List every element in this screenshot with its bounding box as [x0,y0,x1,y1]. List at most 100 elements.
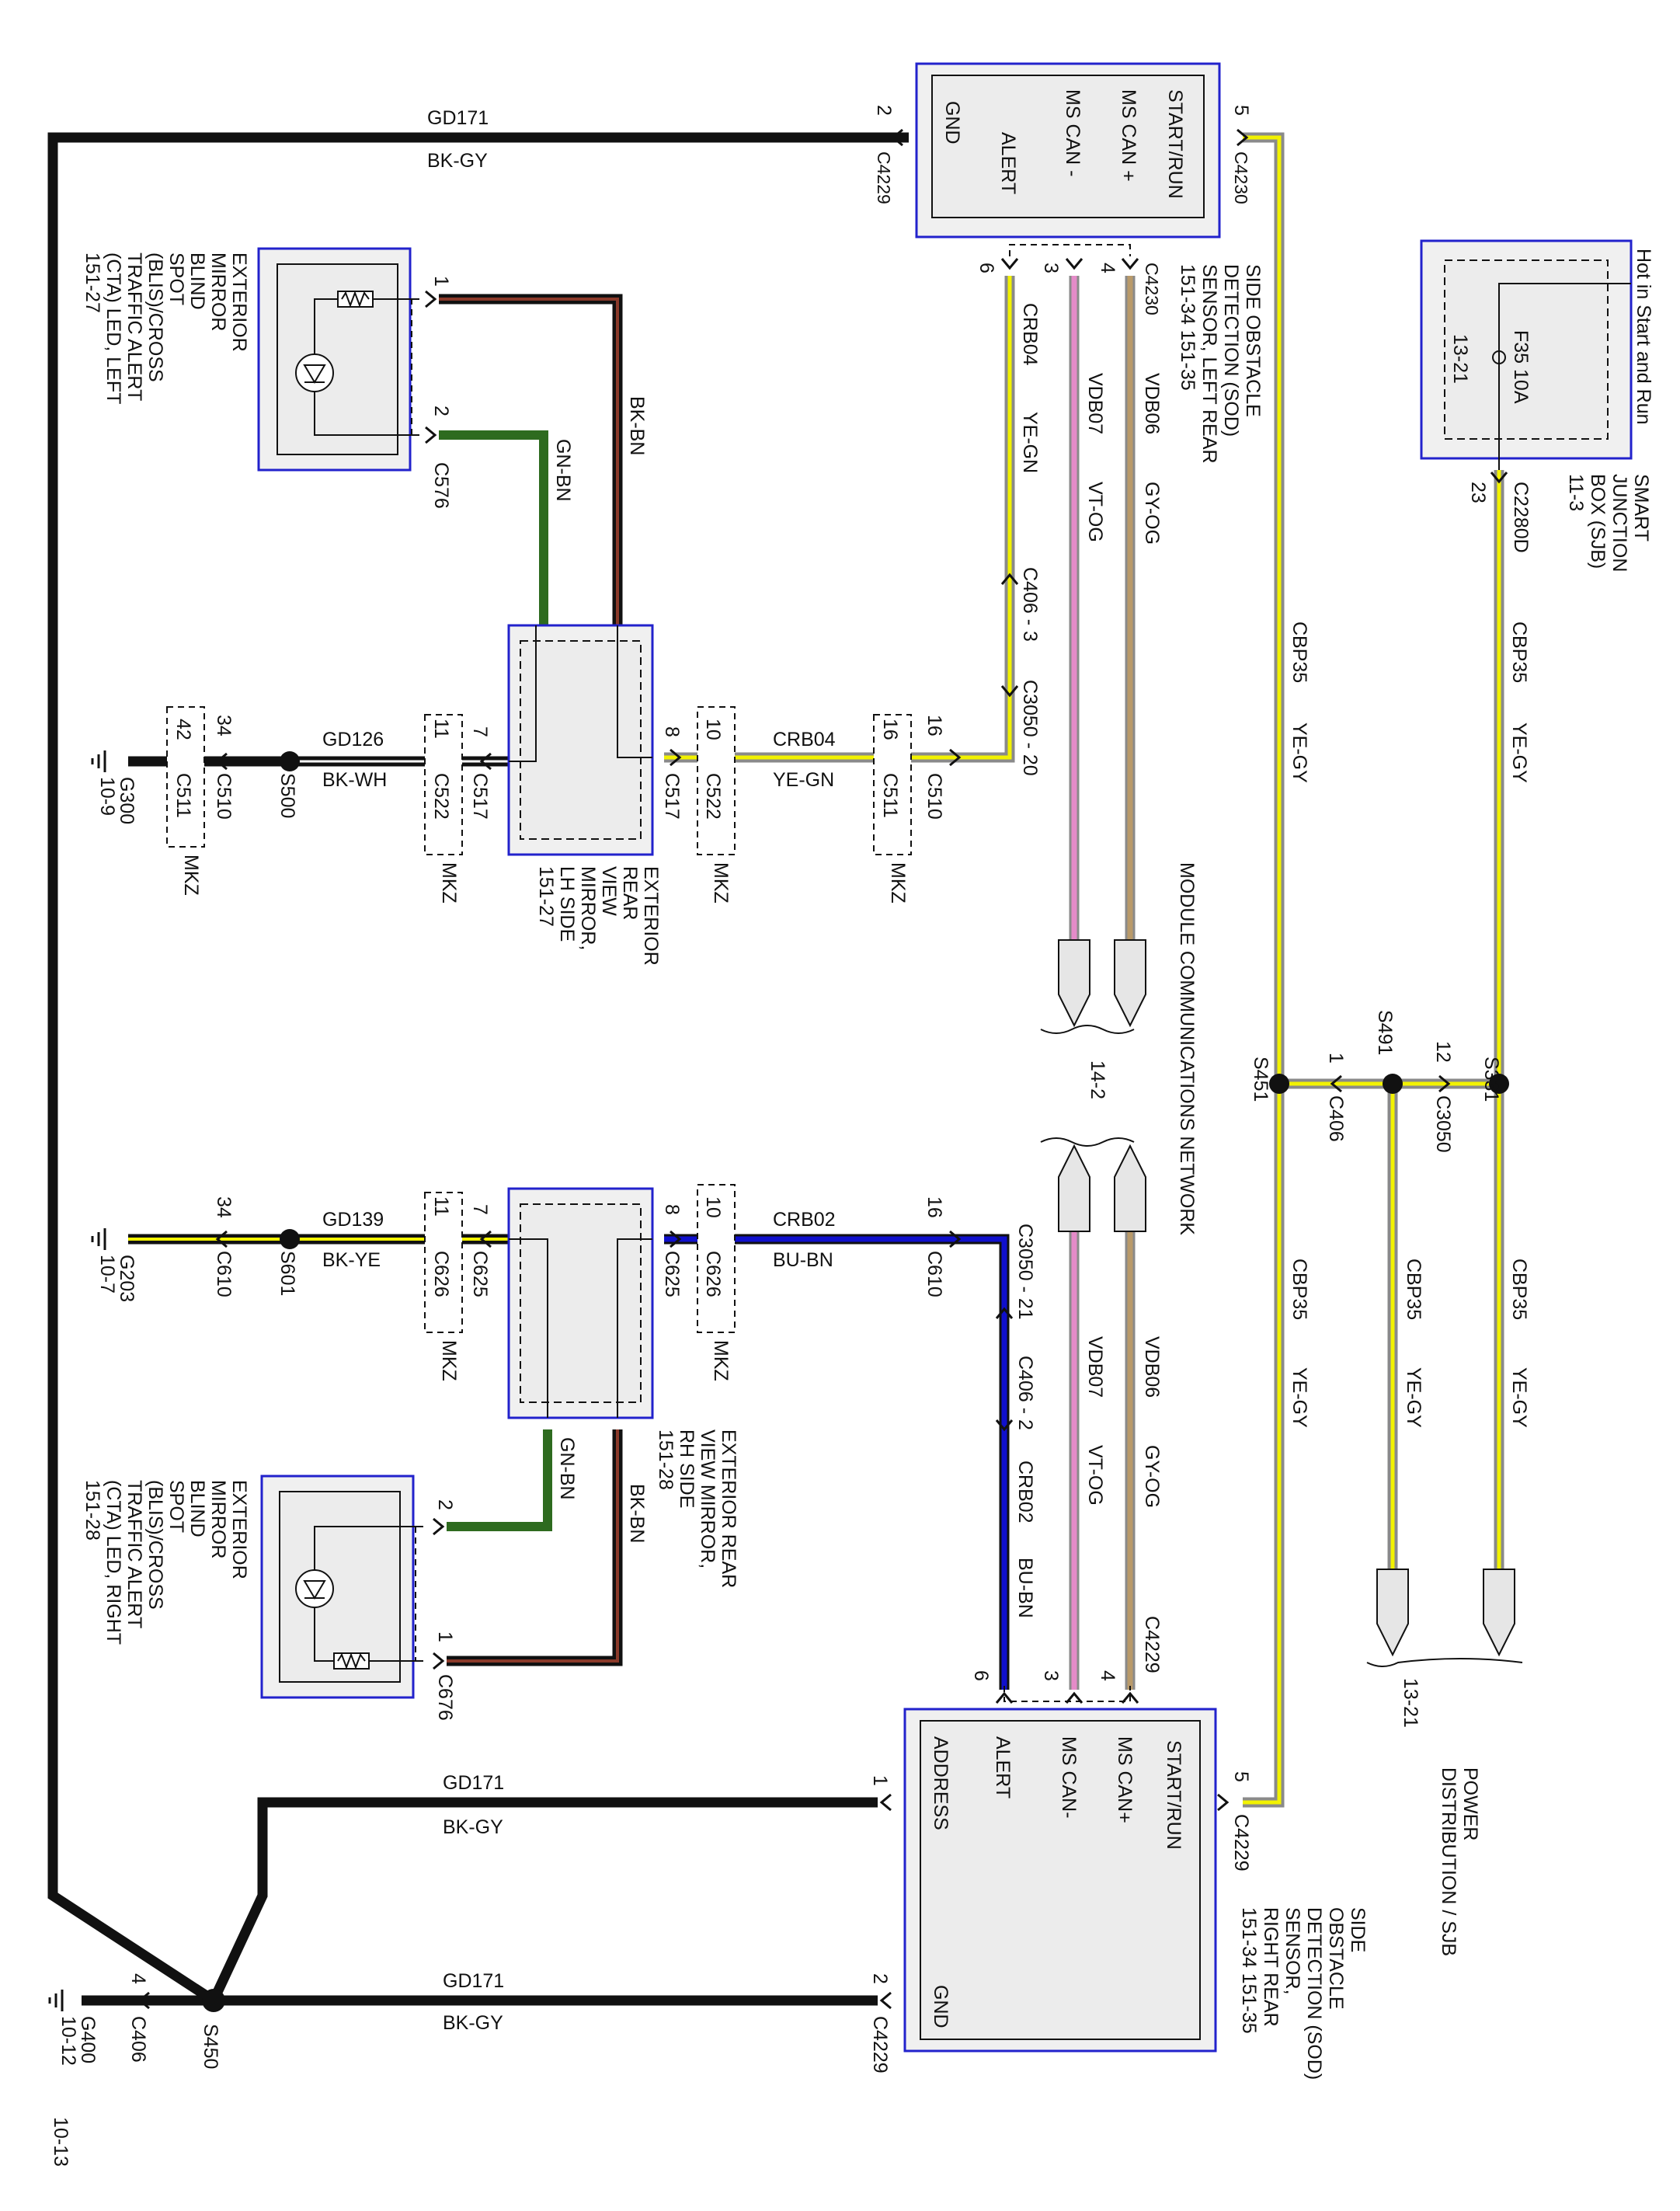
led-left-label-0: EXTERIOR [228,252,250,352]
mirror-right-label-0: EXTERIOR REAR [718,1429,739,1588]
sjb-conn: C2280D [1510,482,1532,553]
led-left-label-1: MIRROR [207,252,229,331]
label-cbp35-sjb-top: CBP35 [1508,622,1530,683]
label-crb04-v: CRB04 [1019,303,1041,366]
pin-7-c625: 7 [469,1204,491,1215]
pin-1-c576: 1 [430,276,452,287]
label-g203-ref: 10-7 [96,1255,118,1294]
mirror-left-label-0: EXTERIOR [640,866,662,966]
label-s331: S331 [1480,1057,1502,1102]
label-bkye: BK-YE [322,1249,381,1271]
labels: GD171 BK-GY GD171 BK-GY GD171 BK-GY 2 C4… [50,105,1652,2167]
label-crb04-h: CRB04 [773,729,836,750]
sod-right-label-3: SENSOR, [1282,1907,1303,1995]
sjb-label-0: SMART [1630,474,1652,541]
label-crb02-v: CRB02 [1014,1461,1036,1523]
sod-right-pin-mscan-plus: MS CAN+ [1114,1736,1136,1823]
pin-6-sodl: 6 [976,263,997,273]
splices [202,751,1509,2012]
mkz-4: MKZ [180,855,202,896]
page-arrows [1058,939,1515,1657]
dashed-connector-boxes [166,706,912,1333]
pin-8-c517: 8 [661,726,683,737]
pin-11-c626: 11 [430,1196,452,1217]
label-gd171-bot: GD171 [443,1970,504,1992]
label-s451: S451 [1250,1057,1271,1102]
label-vdb06-right: VDB06 [1141,1336,1163,1398]
led-left-label-4: (BLIS)/CROSS [144,252,166,382]
wire-bkbn-left [439,294,623,625]
label-c522-right: C522 [702,773,724,820]
label-yegn-h: YE-GN [773,769,834,791]
sod-right-pin-address: ADDRESS [930,1736,951,1830]
splice-s491 [1383,1074,1403,1094]
pin-2-sodr: 2 [869,1973,891,1984]
sod-left-label-3: 151-34 151-35 [1177,264,1198,391]
mirror-right-label-3: 151-28 [655,1429,677,1490]
sod-right-pin-mscan-minus: MS CAN- [1058,1736,1080,1819]
conn-c4230-right: C4230 [1231,151,1251,204]
label-vtog-left: VT-OG [1084,482,1106,542]
mirror-left-label-3: MIRROR, [577,866,599,950]
pin-1-c676: 1 [434,1631,456,1642]
label-gd171-top: GD171 [427,107,489,129]
mkz-5: MKZ [710,1340,732,1381]
pin-8-c625: 8 [661,1204,683,1215]
pin-5-sodl: 5 [1230,105,1252,116]
power-dist-label-0: POWER [1459,1767,1481,1840]
sod-left-pin-mscan-minus: MS CAN - [1062,89,1083,177]
label-cbp35-main-top: CBP35 [1289,622,1310,683]
label-vdb07-left: VDB07 [1084,373,1106,434]
label-vdb07-right: VDB07 [1084,1336,1106,1398]
label-s500: S500 [277,773,298,818]
label-g400-ref: 10-12 [57,2016,79,2066]
mirror-left-label-1: REAR [619,866,641,920]
sod-left-label-1: DETECTION (SOD) [1220,264,1242,437]
splice-s601 [280,1229,300,1249]
label-c517-right: C517 [661,773,683,820]
mkz-2: MKZ [887,862,909,904]
page-number: 10-13 [50,2117,71,2167]
conn-c3050-20: C3050 - 20 [1019,680,1041,776]
label-c406-s451: C406 [1325,1095,1347,1142]
pin-1-sodr: 1 [869,1775,891,1786]
ground-g400 [48,1988,64,2013]
wire-gnbn-right [447,1429,552,1531]
led-left-label-2: BLIND [186,252,208,310]
sod-right-label-0: SIDE [1347,1907,1369,1952]
label-c522-left: C522 [430,773,452,820]
sod-left-module: START/RUN MS CAN + MS CAN - ALERT GND [915,62,1221,256]
label-c4229-right: C4229 [1230,1814,1252,1872]
sod-right-pin-gnd: GND [930,1985,951,2028]
splice-s451 [1269,1074,1289,1094]
label-c4229-top: C4229 [1141,1616,1163,1673]
mkz-6: MKZ [438,1340,460,1381]
label-gnbn-right: GN-BN [556,1437,578,1500]
label-c4229-left: C4229 [869,2016,891,2073]
pin-3-sodl: 3 [1040,263,1062,273]
pin-4-c406: 4 [127,1973,149,1984]
label-c511-left: C511 [172,773,194,818]
label-c626-left: C626 [430,1251,452,1297]
label-gd171-mid: GD171 [443,1772,504,1794]
led-right-label-2: BLIND [186,1480,208,1537]
mkz-3: MKZ [438,862,460,904]
mkz-1: MKZ [710,862,732,904]
label-c517-left: C517 [469,773,491,820]
splice-s500 [280,751,300,771]
label-cbp35-main-bot: CBP35 [1289,1259,1310,1320]
label-g300: G300 [116,777,137,824]
label-vdb06-left: VDB06 [1141,373,1163,434]
pin-2-c576: 2 [430,406,452,416]
sod-right-label-4: RIGHT REAR [1260,1907,1282,2027]
pin-10-c522: 10 [702,719,724,740]
label-g400: G400 [77,2016,99,2063]
sjb-fuse: F35 10A [1510,330,1532,404]
ground-g300 [91,749,106,774]
label-c510-left: C510 [213,773,235,820]
sod-left-pin-alert: ALERT [997,132,1019,194]
label-yegy-sjb-bot: YE-GY [1508,1367,1530,1428]
conn-c3050-21: C3050 - 21 [1014,1224,1036,1320]
splice-s331 [1489,1074,1509,1094]
label-s450: S450 [200,2024,221,2069]
